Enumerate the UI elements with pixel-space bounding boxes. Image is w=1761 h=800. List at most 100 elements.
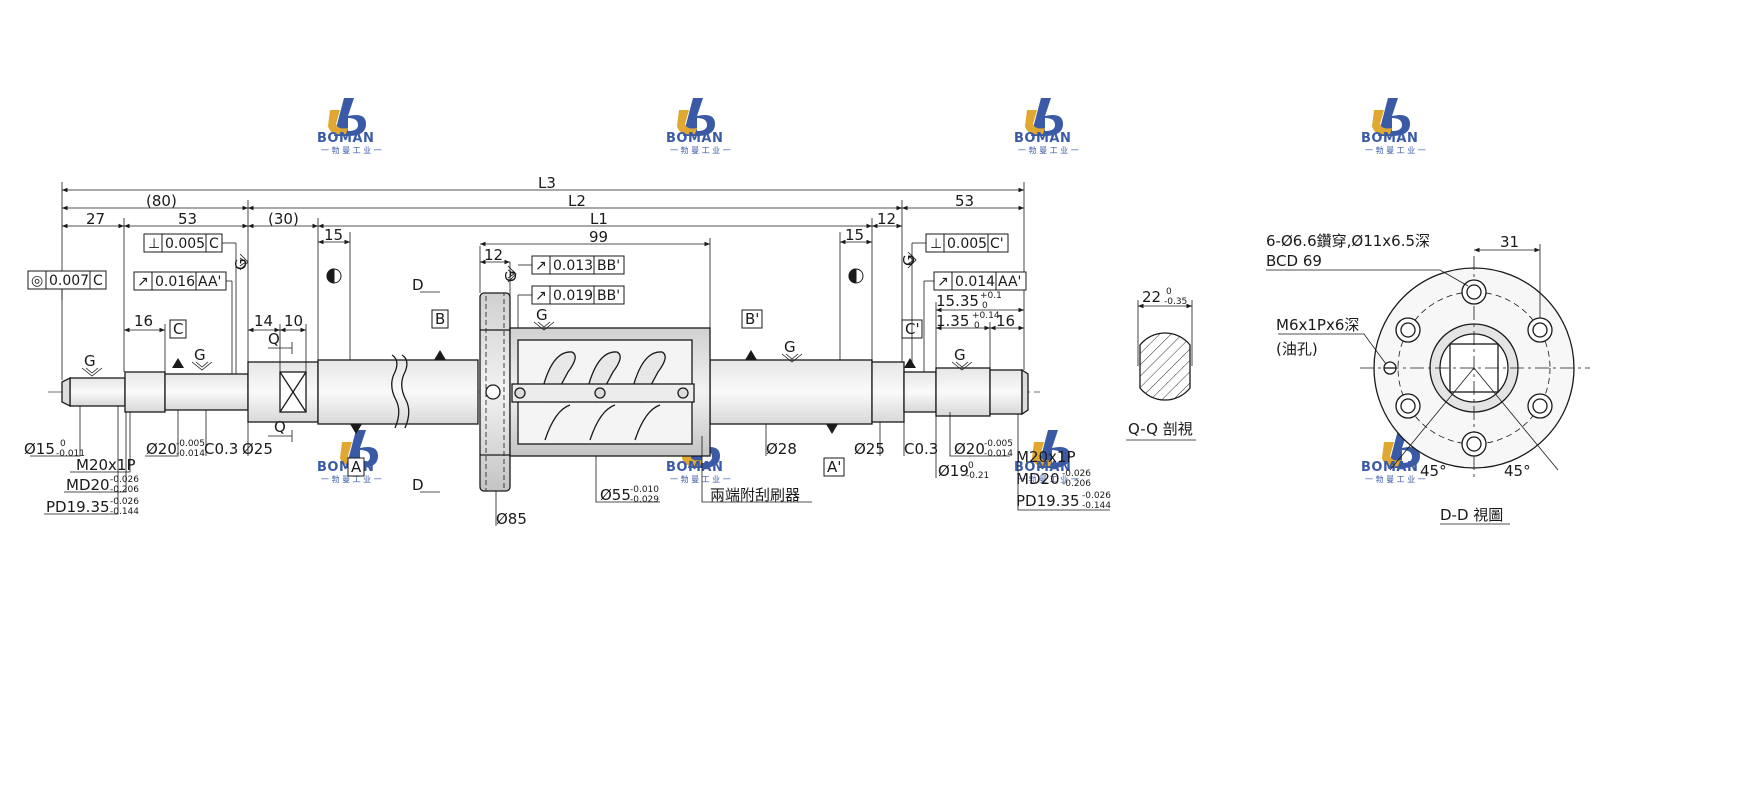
- dim-10: 10: [284, 312, 303, 330]
- dim-80: (80): [146, 192, 177, 210]
- svg-text:-0.21: -0.21: [966, 471, 989, 481]
- svg-text:一 勃 曼 工 业 一: 一 勃 曼 工 业 一: [1018, 145, 1079, 155]
- dim-d15: Ø15: [24, 440, 55, 458]
- datum-c: C: [173, 320, 183, 338]
- dim-12-flange: 12: [484, 246, 503, 264]
- datum-a: A: [351, 458, 362, 476]
- dim-d25-left: Ø25: [242, 440, 273, 458]
- thread-right: M20x1P: [1016, 448, 1076, 466]
- svg-text:-0.026: -0.026: [1062, 469, 1091, 479]
- svg-text:AA': AA': [198, 274, 221, 290]
- dd-tap: M6x1Px6深: [1276, 316, 1359, 334]
- dim-d20-left: Ø20: [146, 440, 177, 458]
- svg-text:一 勃 曼 工 业 一: 一 勃 曼 工 业 一: [1018, 474, 1079, 484]
- finish-symbols: [81, 251, 973, 377]
- datum-symbols: C B B' C' A A': [169, 309, 923, 477]
- dim-53-left: 53: [178, 210, 197, 228]
- svg-text:+0.14: +0.14: [972, 311, 1000, 321]
- dim-15-right: 15: [845, 226, 864, 244]
- dim-1-35: 1.35: [936, 312, 969, 330]
- dd-bcd: BCD 69: [1266, 252, 1322, 270]
- view-d-bottom: D: [412, 476, 424, 494]
- svg-text:-0.026: -0.026: [110, 497, 139, 507]
- view-d-d: [1266, 244, 1590, 525]
- boman-logo-4: BOMAN 一 勃 曼 工 业 一: [1361, 98, 1426, 155]
- view-d-d-texts: 6-Ø6.6鑽穿,Ø11x6.5深 BCD 69 M6x1Px6深 (油孔) 3…: [1266, 232, 1531, 524]
- svg-text:BB': BB': [597, 258, 620, 274]
- svg-text:C: C: [209, 236, 219, 252]
- svg-text:0: 0: [968, 461, 974, 471]
- svg-text:一 勃 曼 工 业 一: 一 勃 曼 工 业 一: [670, 145, 731, 155]
- dim-15-left: 15: [324, 226, 343, 244]
- section-q-top: Q: [268, 330, 280, 348]
- svg-text:BOMAN: BOMAN: [1014, 131, 1071, 146]
- dim-d19: Ø19: [938, 462, 969, 480]
- dimension-lines: [30, 182, 1110, 526]
- dim-53-right: 53: [955, 192, 974, 210]
- svg-text:0: 0: [982, 301, 988, 311]
- svg-text:BOMAN: BOMAN: [666, 131, 723, 146]
- svg-text:-0.35: -0.35: [1164, 297, 1187, 307]
- svg-text:0: 0: [60, 439, 66, 449]
- svg-text:一 勃 曼 工 业 一: 一 勃 曼 工 业 一: [1365, 145, 1426, 155]
- svg-text:-0.011: -0.011: [56, 449, 85, 459]
- svg-text:0.014: 0.014: [955, 274, 995, 290]
- svg-text:BB': BB': [597, 288, 620, 304]
- svg-text:-0.005: -0.005: [176, 439, 205, 449]
- dimension-texts: L3 (80) L2 53 27 53 (30) L1 12 15 15 99 …: [24, 174, 1111, 528]
- qq-title: Q-Q 剖視: [1128, 420, 1193, 438]
- svg-text:C': C': [990, 236, 1004, 252]
- svg-text:0.019: 0.019: [553, 288, 593, 304]
- grind-mark-3: G: [536, 306, 548, 324]
- svg-text:-0.206: -0.206: [1062, 479, 1091, 489]
- svg-text:-0.010: -0.010: [630, 485, 659, 495]
- svg-text:+0.1: +0.1: [980, 291, 1002, 301]
- svg-text:⊥: ⊥: [930, 236, 942, 252]
- grind-mark-6: G: [232, 258, 250, 270]
- svg-text:0.005: 0.005: [947, 236, 987, 252]
- svg-text:BOMAN: BOMAN: [1014, 460, 1071, 475]
- dim-d85: Ø85: [496, 510, 527, 528]
- grind-mark-2: G: [194, 346, 206, 364]
- svg-text:一 勃 曼 工 业 一: 一 勃 曼 工 业 一: [321, 474, 382, 484]
- dim-16-right: 16: [996, 312, 1015, 330]
- boman-logo-3: BOMAN 一 勃 曼 工 业 一: [1014, 98, 1079, 155]
- dim-12-right: 12: [877, 210, 896, 228]
- boman-logo-1: BOMAN 一 勃 曼 工 业 一: [317, 98, 382, 155]
- dim-l2: L2: [568, 192, 586, 210]
- svg-text:⊥: ⊥: [148, 236, 160, 252]
- svg-text:0: 0: [974, 321, 980, 331]
- datum-a-prime: A': [827, 458, 841, 476]
- dim-d20-right: Ø20: [954, 440, 985, 458]
- svg-text:BOMAN: BOMAN: [317, 131, 374, 146]
- svg-text:-0.144: -0.144: [1082, 501, 1111, 511]
- dim-d25-right: Ø25: [854, 440, 885, 458]
- dim-30: (30): [268, 210, 299, 228]
- wiper-note: 兩端附刮刷器: [710, 486, 800, 504]
- svg-text:-0.029: -0.029: [630, 495, 659, 505]
- svg-text:-0.206: -0.206: [110, 485, 139, 495]
- datum-b: B: [435, 310, 445, 328]
- dim-l1: L1: [590, 210, 608, 228]
- svg-text:↗: ↗: [535, 258, 547, 274]
- svg-text:一 勃 曼 工 业 一: 一 勃 曼 工 业 一: [321, 145, 382, 155]
- qq-dim: 22: [1142, 288, 1161, 306]
- chamfer-left: C0.3: [204, 440, 238, 458]
- half-circle-symbols: [326, 268, 864, 284]
- dim-l3: L3: [538, 174, 556, 192]
- ball-nut: [479, 292, 711, 492]
- svg-text:-0.014: -0.014: [176, 449, 205, 459]
- pd-right: PD19.35: [1016, 492, 1080, 510]
- dd-angle-left: 45°: [1420, 462, 1447, 480]
- grind-mark-5: G: [954, 346, 966, 364]
- svg-text:-0.026: -0.026: [110, 475, 139, 485]
- dd-31: 31: [1500, 233, 1519, 251]
- svg-text:-0.144: -0.144: [110, 507, 139, 517]
- svg-text:BOMAN: BOMAN: [1361, 460, 1418, 475]
- dim-15-35: 15.35: [936, 292, 979, 310]
- md20-left: MD20: [66, 476, 110, 494]
- svg-text:BOMAN: BOMAN: [317, 460, 374, 475]
- svg-text:BOMAN: BOMAN: [1361, 131, 1418, 146]
- screw-shaft: [48, 354, 1040, 429]
